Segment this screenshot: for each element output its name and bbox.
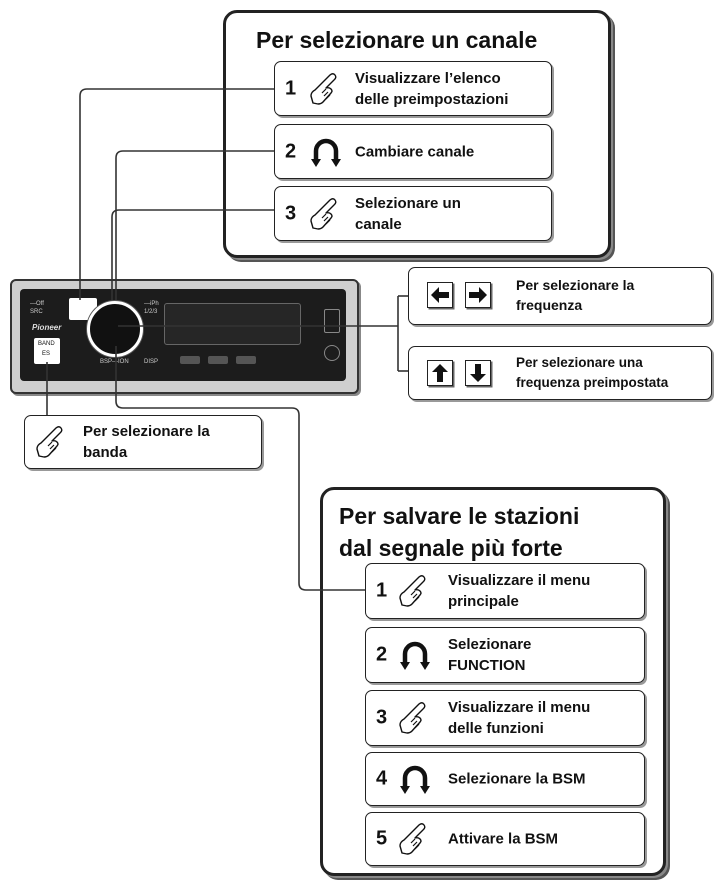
step-number: 1: [376, 579, 388, 602]
preset-button[interactable]: [180, 356, 200, 364]
off-button-label: —Off: [30, 301, 44, 307]
step-item: 3 Selezionare un canale: [274, 186, 552, 241]
step-item: 2 Selezionare FUNCTION: [365, 627, 645, 683]
step-text: Cambiare canale: [355, 143, 475, 160]
step-text: Visualizzare il menu delle funzioni: [448, 699, 591, 737]
step-item: 5 Attivare la BSM: [365, 812, 645, 866]
step-text: Selezionare la BSM: [448, 770, 586, 788]
touch-icon: [399, 575, 426, 607]
rotate-icon: [400, 765, 430, 794]
band-button-sublabel: ES: [42, 351, 51, 357]
bsp-button-label: BSP—ION: [100, 359, 129, 365]
rotary-knob[interactable]: [87, 301, 143, 357]
rotate-icon: [400, 641, 430, 670]
frequency-box: Per selezionare la frequenza: [408, 267, 712, 325]
step-number: 3: [376, 706, 388, 729]
eject-button[interactable]: [324, 345, 340, 361]
num-button-label: 1/2/3: [144, 309, 158, 315]
step-number: 5: [376, 827, 388, 850]
preset-frequency-label: Per selezionare una frequenza preimposta…: [516, 355, 669, 390]
arrow-left-icon: [427, 282, 453, 308]
arrow-down-icon: [465, 360, 491, 386]
touch-icon: [36, 426, 63, 458]
step-text: Selezionare un canale: [355, 194, 461, 233]
brand-logo: Pioneer: [32, 323, 62, 332]
disp-button-label: DISP: [144, 359, 159, 365]
band-label: Per selezionare la banda: [83, 423, 210, 461]
channel-select-title: Per selezionare un canale: [256, 27, 538, 53]
step-text: Visualizzare l’elenco delle preimpostazi…: [355, 69, 509, 108]
step-number: 4: [376, 767, 388, 790]
step-item: 4 Selezionare la BSM: [365, 752, 645, 806]
src-button-label: SRC: [30, 309, 43, 315]
step-text: Selezionare FUNCTION: [448, 636, 532, 674]
rotate-icon: [311, 138, 341, 167]
preset-button[interactable]: [236, 356, 256, 364]
step-text: Visualizzare il menu principale: [448, 572, 591, 610]
band-box: Per selezionare la banda: [24, 415, 262, 469]
touch-icon: [310, 72, 337, 105]
step-item: 3 Visualizzare il menu delle funzioni: [365, 690, 645, 746]
bsm-panel-title: Per salvare le stazioni dal segnale più …: [339, 503, 580, 561]
step-number: 1: [285, 77, 297, 99]
car-stereo: SRC —Off Pioneer BAND ES BSP—ION —iPh 1/…: [10, 279, 359, 394]
usb-port: [324, 309, 340, 333]
touch-icon: [399, 823, 426, 855]
step-number: 2: [285, 140, 297, 162]
step-number: 2: [376, 643, 388, 666]
arrow-up-icon: [427, 360, 453, 386]
step-item: 1 Visualizzare l’elenco delle preimposta…: [274, 61, 552, 116]
preset-button[interactable]: [208, 356, 228, 364]
stereo-display: [164, 303, 301, 345]
step-text: Attivare la BSM: [448, 830, 559, 848]
touch-icon: [399, 702, 426, 734]
band-button-label: BAND: [38, 341, 55, 347]
step-item: 2 Cambiare canale: [274, 124, 552, 179]
step-number: 3: [285, 202, 297, 224]
preset-frequency-box: Per selezionare una frequenza preimposta…: [408, 346, 712, 400]
arrow-right-icon: [465, 282, 491, 308]
step-item: 1 Visualizzare il menu principale: [365, 563, 645, 619]
frequency-label: Per selezionare la frequenza: [516, 277, 635, 313]
iph-button-label: —iPh: [144, 301, 159, 307]
band-button[interactable]: [34, 338, 60, 364]
touch-icon: [310, 197, 337, 230]
